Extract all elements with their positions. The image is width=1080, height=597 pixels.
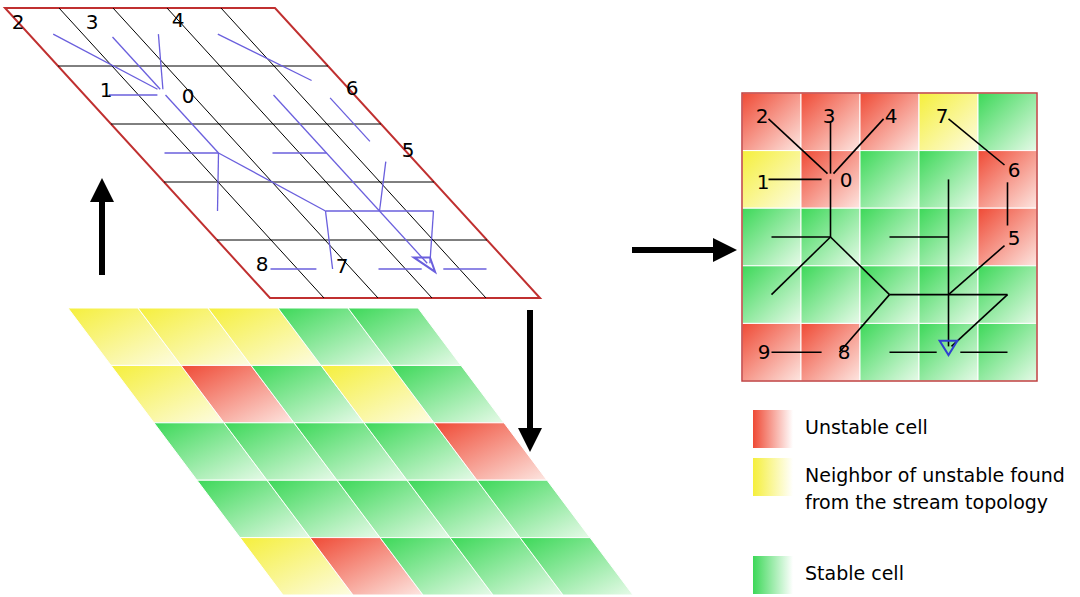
- stream-line: [271, 268, 317, 269]
- callout-number: 8: [256, 254, 269, 274]
- grid-border: [742, 93, 1037, 381]
- stream-line: [158, 34, 163, 89]
- legend-text: Neighbor of unstable found from the stre…: [805, 462, 1077, 516]
- stream-line: [273, 152, 327, 153]
- stream-line: [379, 268, 422, 269]
- grid-line: [217, 240, 487, 241]
- flow-arrow: [632, 247, 725, 253]
- callout-number: 5: [402, 140, 415, 160]
- stream-line: [834, 119, 884, 174]
- callout-number: 6: [346, 78, 359, 98]
- callout-number: 7: [936, 106, 949, 126]
- stream-line: [830, 122, 832, 174]
- stream-line: [1007, 182, 1009, 225]
- callout-number: 7: [336, 256, 349, 276]
- stream-line: [772, 236, 831, 238]
- callout-number: 1: [757, 172, 770, 192]
- callout-number: 4: [172, 10, 185, 30]
- grid-line: [111, 124, 381, 125]
- stream-line: [443, 268, 486, 269]
- grid-line: [221, 8, 486, 298]
- grid-line: [113, 8, 378, 298]
- grid-line: [164, 182, 434, 183]
- stream-line: [949, 294, 1008, 296]
- callout-number: 1: [100, 80, 113, 100]
- callout-number: 3: [86, 12, 99, 32]
- callout-number: 9: [758, 342, 771, 362]
- grid-border: [5, 8, 540, 298]
- stream-line: [831, 237, 890, 295]
- grid-cell: [919, 93, 978, 151]
- stream-line: [274, 95, 428, 263]
- grid-cell: [477, 480, 590, 537]
- grid-cell: [520, 538, 633, 595]
- callout-number: 3: [823, 106, 836, 126]
- stream-line: [380, 210, 434, 211]
- callout-number: 4: [885, 106, 898, 126]
- stream-line: [960, 351, 1007, 353]
- legend-text: Stable cell: [805, 560, 1077, 587]
- flow-arrow: [99, 190, 105, 275]
- callout-number: 8: [838, 342, 851, 362]
- legend-swatch: [753, 410, 793, 448]
- outlet-symbol: [940, 341, 958, 355]
- stream-line: [218, 34, 312, 80]
- callout-number: 2: [756, 106, 769, 126]
- grid-cell: [801, 266, 860, 324]
- grid-cell: [348, 308, 461, 365]
- grid-cell: [860, 93, 919, 151]
- stream-line: [326, 210, 380, 211]
- legend-text: Unstable cell: [805, 414, 1077, 441]
- stream-line: [949, 119, 1005, 165]
- stream-line: [769, 179, 822, 181]
- stream-line: [109, 94, 158, 95]
- stream-line: [772, 237, 831, 295]
- stream-line: [772, 351, 822, 353]
- stream-line: [890, 294, 949, 296]
- callout-number: 6: [1008, 160, 1021, 180]
- stream-line: [948, 179, 950, 346]
- stream-line: [952, 295, 1008, 347]
- stream-line: [430, 211, 434, 263]
- callout-number: 0: [182, 86, 195, 106]
- stream-line: [113, 37, 161, 89]
- grid-line: [58, 66, 328, 67]
- stream-line: [830, 179, 832, 237]
- legend-swatch: [753, 556, 793, 594]
- stream-line: [218, 153, 219, 211]
- callout-number: 5: [1008, 228, 1021, 248]
- stream-line: [326, 211, 333, 269]
- outlet-symbol: [414, 257, 435, 272]
- flow-arrow: [527, 310, 533, 440]
- stream-line: [890, 351, 937, 353]
- stream-line: [380, 162, 386, 211]
- callout-number: 0: [840, 170, 853, 190]
- stream-line: [330, 98, 370, 141]
- legend-swatch: [753, 458, 793, 496]
- grid-cell: [391, 365, 504, 422]
- stream-line: [949, 246, 1005, 295]
- stream-line: [165, 152, 219, 153]
- grid-cell: [860, 151, 919, 209]
- stream-line: [219, 153, 326, 211]
- stream-line: [769, 119, 828, 174]
- callout-number: 2: [12, 12, 25, 32]
- grid-cell: [978, 93, 1037, 151]
- stream-line: [890, 236, 949, 238]
